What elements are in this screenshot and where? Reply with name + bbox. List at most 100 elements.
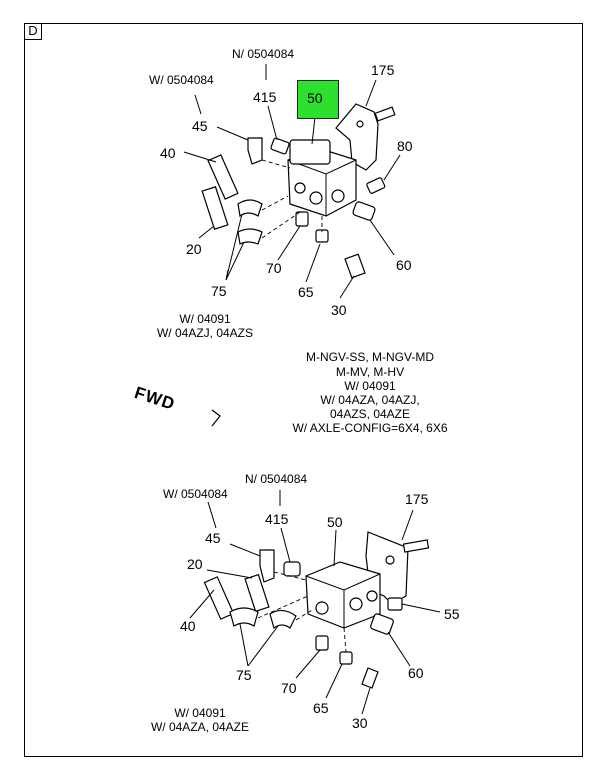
bottom-callout-30[interactable]: 30 — [352, 715, 368, 731]
top-callout-45[interactable]: 45 — [192, 118, 208, 134]
top-callout-175[interactable]: 175 — [371, 62, 395, 78]
bottom-callout-65[interactable]: 65 — [313, 700, 329, 716]
bottom-callout-n0504084: N/ 0504084 — [245, 472, 308, 486]
bottom-callout-175[interactable]: 175 — [405, 491, 429, 507]
top-leader-30 — [339, 275, 355, 299]
top-leader-45 — [216, 126, 249, 141]
top-valve-port-3 — [294, 182, 306, 194]
top-callout-40[interactable]: 40 — [160, 145, 176, 161]
bottom-callout-55[interactable]: 55 — [444, 606, 460, 622]
top-leader-65 — [305, 243, 321, 283]
top-elbow-75b — [237, 228, 263, 245]
bottom-leader-w0504084 — [207, 501, 217, 529]
bottom-note-line2: W/ 04AZA, 04AZE — [150, 720, 250, 734]
diagram-frame — [24, 23, 583, 757]
bottom-valve-port-3 — [366, 590, 378, 602]
bottom-leader-30 — [361, 687, 371, 715]
bottom-callout-40[interactable]: 40 — [180, 618, 196, 634]
top-tube-30 — [344, 253, 366, 279]
top-note-line1: W/ 04091 — [179, 312, 231, 326]
top-callout-20[interactable]: 20 — [186, 241, 202, 257]
bottom-valve-body-edges — [305, 573, 381, 628]
bottom-tube-40 — [203, 576, 235, 620]
top-callout-80[interactable]: 80 — [397, 138, 413, 154]
highlighted-part-label: 50 — [307, 90, 323, 106]
top-tube-40 — [207, 154, 239, 200]
bottom-fitting-60 — [370, 613, 394, 635]
bottom-callout-45[interactable]: 45 — [205, 530, 221, 546]
bottom-callout-60[interactable]: 60 — [408, 665, 424, 681]
top-elbow-45 — [247, 137, 263, 165]
top-leader-20 — [198, 225, 215, 239]
bottom-elbow-45 — [259, 549, 275, 583]
highlighted-part-50[interactable]: 50 — [297, 80, 339, 119]
top-valve-port-2 — [331, 189, 345, 203]
top-leader-60 — [369, 219, 395, 256]
top-leader-75 — [225, 213, 245, 281]
bottom-callout-75[interactable]: 75 — [236, 667, 252, 683]
middle-note-line4: W/ 04AZA, 04AZJ, — [320, 393, 420, 407]
bottom-leader-55 — [401, 603, 441, 613]
top-callout-75[interactable]: 75 — [211, 283, 227, 299]
bottom-tube-20 — [244, 573, 270, 613]
top-assembly-illustration — [183, 64, 401, 299]
bottom-leader-65 — [325, 663, 343, 699]
top-tube-20 — [201, 186, 229, 230]
bottom-tube-30 — [361, 667, 379, 689]
top-callout-n0504084: N/ 0504084 — [232, 47, 295, 61]
fwd-arrow-icon — [211, 409, 221, 427]
top-elbow-75a — [237, 199, 263, 218]
top-leader-40 — [183, 151, 217, 163]
bottom-leader-45 — [229, 543, 261, 557]
top-bracket-175 — [335, 103, 379, 171]
bottom-dash-2 — [257, 595, 309, 619]
top-fitting-70 — [295, 211, 309, 227]
top-bracket-hole — [356, 120, 364, 128]
bottom-callout-415[interactable]: 415 — [265, 511, 289, 527]
bottom-valve-port-1 — [315, 601, 329, 615]
bottom-valve-port-2 — [349, 597, 363, 611]
middle-note-line6: W/ AXLE-CONFIG=6X4, 6X6 — [292, 421, 448, 435]
top-leader-80 — [383, 154, 401, 181]
top-callout-30[interactable]: 30 — [331, 302, 347, 318]
bottom-callout-70[interactable]: 70 — [281, 680, 297, 696]
top-leader-w0504084 — [194, 94, 202, 115]
bottom-leader-70 — [295, 649, 321, 679]
bottom-leader-175 — [401, 509, 414, 541]
bottom-fitting-55 — [387, 597, 403, 611]
bottom-callout-20[interactable]: 20 — [187, 556, 203, 572]
middle-note-line1: M-NGV-SS, M-NGV-MD — [306, 350, 434, 364]
bottom-bracket-hole — [385, 555, 395, 565]
bottom-leader-75 — [239, 623, 279, 667]
bottom-leader-415 — [280, 527, 291, 563]
bottom-leader-50 — [333, 529, 337, 567]
bottom-callout-50[interactable]: 50 — [327, 514, 343, 530]
top-dash-1 — [261, 159, 291, 169]
bottom-dash-4 — [343, 627, 347, 653]
top-valve-cap — [289, 139, 331, 165]
bottom-fitting-70 — [315, 635, 329, 651]
top-valve-body-edges — [287, 159, 357, 216]
top-fitting-80 — [366, 177, 386, 194]
bottom-fitting-415 — [283, 561, 301, 577]
bottom-callout-w0504084: W/ 0504084 — [163, 487, 228, 501]
bottom-bracket-tab — [402, 539, 430, 553]
top-callout-415[interactable]: 415 — [253, 89, 277, 105]
sheet-corner-label: D — [24, 23, 42, 40]
top-callout-70[interactable]: 70 — [266, 260, 282, 276]
middle-note-line5: 04AZS, 04AZE — [329, 407, 411, 421]
top-callout-60[interactable]: 60 — [396, 257, 412, 273]
top-fitting-415 — [270, 137, 290, 155]
middle-note-line3: W/ 04091 — [344, 379, 396, 393]
top-callout-65[interactable]: 65 — [298, 284, 314, 300]
bottom-note-line1: W/ 04091 — [174, 706, 226, 720]
top-leader-415 — [267, 105, 278, 141]
bottom-leader-60 — [387, 631, 411, 667]
middle-note-line2: M-MV, M-HV — [335, 365, 405, 379]
bottom-dash-3 — [295, 609, 313, 621]
top-dash-2 — [261, 195, 289, 211]
top-bracket-tab — [374, 106, 396, 122]
top-valve-port-1 — [309, 191, 323, 205]
